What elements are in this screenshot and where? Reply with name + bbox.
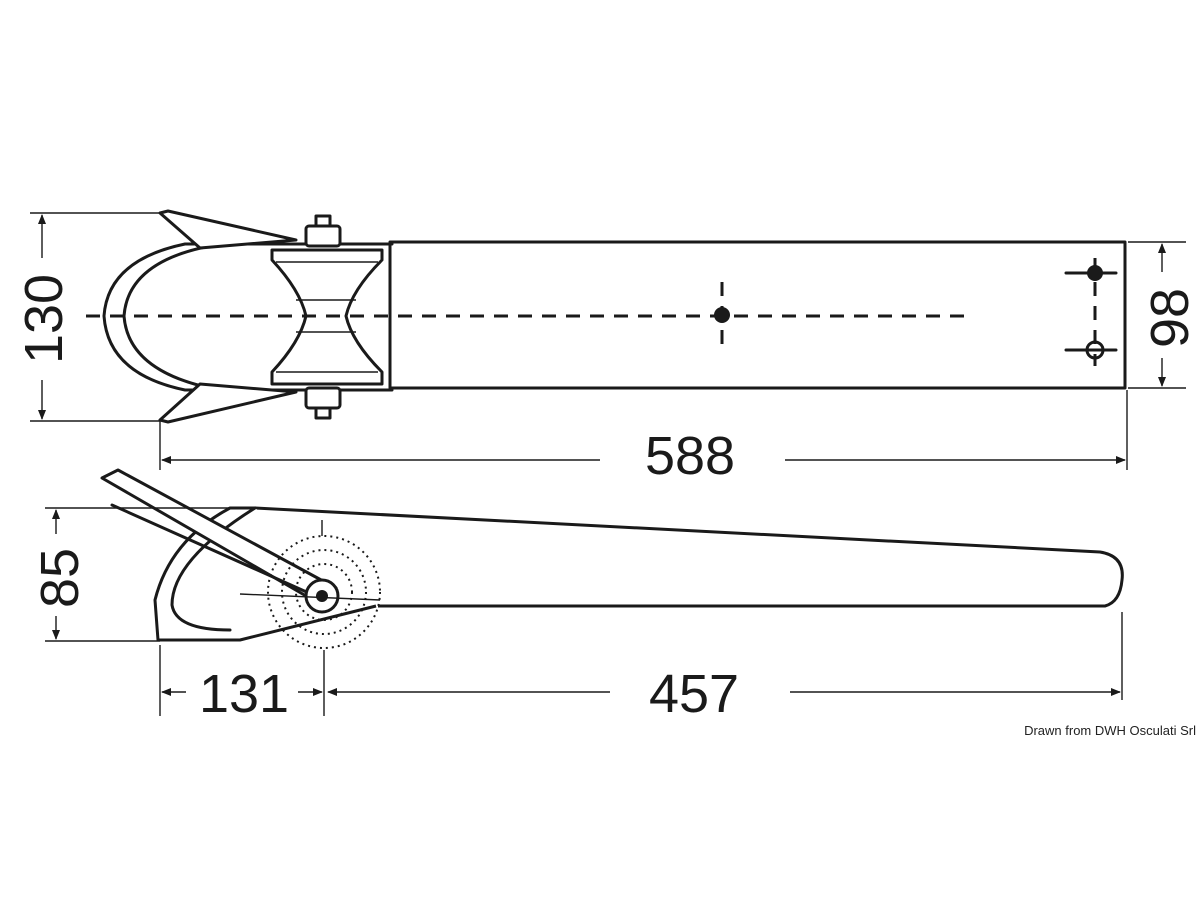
top-view-lower-fin bbox=[158, 382, 298, 424]
credit-text: Drawn from DWH Osculati Srl bbox=[1024, 723, 1196, 738]
top-view bbox=[86, 209, 1127, 424]
dim-131: 131 bbox=[199, 664, 289, 724]
side-view bbox=[100, 468, 1124, 649]
dim-130: 130 bbox=[14, 274, 74, 364]
dim-98: 98 bbox=[1140, 288, 1200, 348]
side-view-dimensions: 85 131 457 bbox=[30, 507, 1123, 724]
dim-588: 588 bbox=[645, 426, 735, 486]
dim-457: 457 bbox=[649, 664, 739, 724]
side-view-roller bbox=[267, 535, 381, 649]
dim-85: 85 bbox=[30, 548, 90, 608]
top-view-dimensions: 130 98 588 bbox=[14, 212, 1200, 486]
top-view-head bbox=[102, 242, 394, 392]
top-view-upper-fin bbox=[158, 209, 298, 250]
side-view-body bbox=[254, 506, 1124, 608]
top-view-body bbox=[388, 240, 1127, 390]
